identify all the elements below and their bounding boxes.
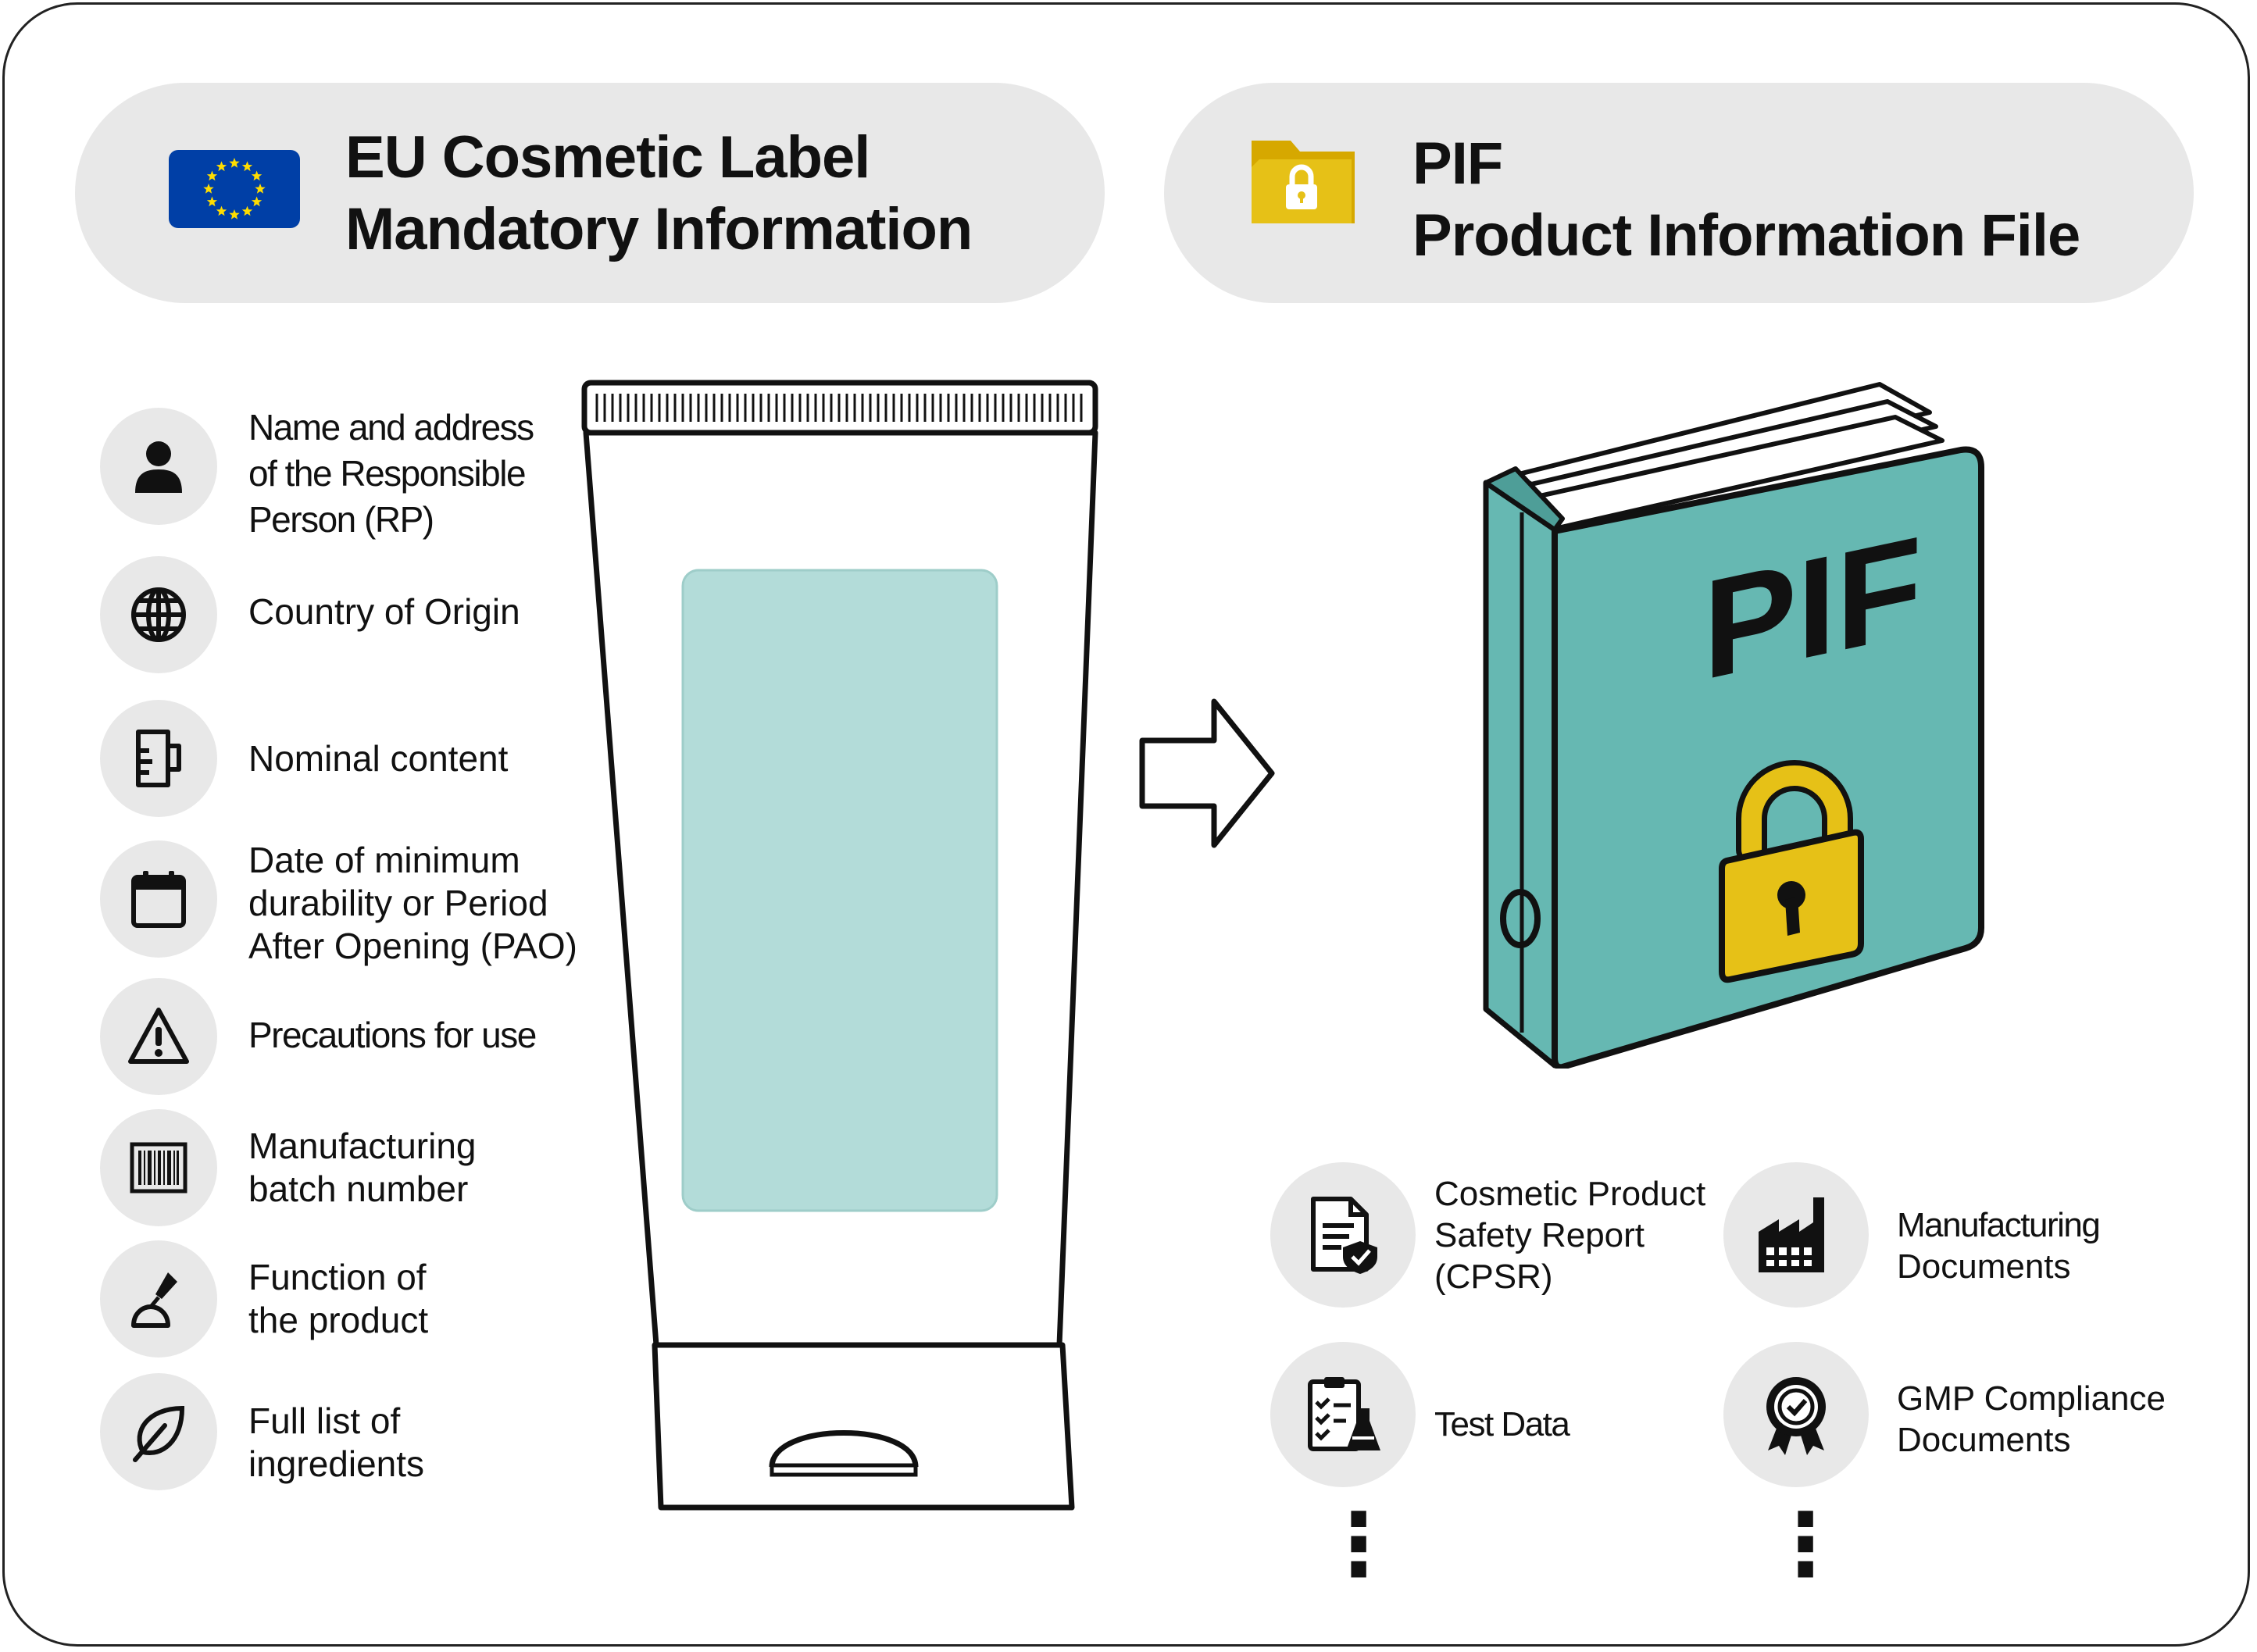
eu-star [251,196,262,207]
leaf-icon [133,1405,185,1462]
factory-icon [1759,1197,1824,1272]
label-item-icon-circle-3 [100,700,217,817]
dropper-icon [131,1272,177,1328]
pif-item-text-3: Test Data [1434,1405,1570,1443]
eu-star [206,196,218,207]
pif-item-text-1: Cosmetic Product Safety Report (CPSR) [1434,1175,1706,1296]
safety-report-icon [1311,1197,1377,1274]
measuring-cup-icon [136,730,181,787]
label-item-icon-circle-6 [100,1109,217,1226]
eu-star [251,170,262,181]
locked-folder-icon [1252,141,1355,223]
label-item-text-5: Precautions for use [248,1015,537,1055]
eu-label-title-line1: EU Cosmetic Label [345,124,870,191]
label-item-icon-circle-4 [100,840,217,958]
pif-title-line2: Product Information File [1412,202,2080,269]
pif-item-icon-circle-3 [1270,1342,1416,1487]
eu-label-title: EU Cosmetic Label Mandatory Information [345,122,973,266]
label-item-text-7: Function of the product [248,1257,429,1340]
eu-star [241,205,253,216]
label-item-icon-circle-5 [100,978,217,1095]
label-item-text-6: Manufacturing batch number [248,1126,477,1209]
label-item-icon-circle-2 [100,556,217,673]
label-item-icon-circle-8 [100,1373,217,1490]
barcode-icon [130,1142,187,1194]
eu-label-title-line2: Mandatory Information [345,196,973,262]
gmp-badge-icon [1766,1377,1826,1455]
label-item-icon-circle-7 [100,1240,217,1358]
pif-title-line1: PIF [1412,130,1503,197]
pif-item-text-2: Manufacturing Documents [1897,1206,2101,1286]
tube-label-area [681,569,998,1212]
eu-flag-icon [169,150,300,228]
pif-item-icon-circle-1 [1270,1162,1416,1308]
cosmetic-tube [581,380,1098,1511]
binder-lock-icon [1719,760,1864,983]
eu-star [229,158,240,168]
eu-star [216,205,227,216]
label-item-text-8: Full list of ingredients [248,1400,425,1484]
pif-binder: PIF [1483,382,1984,1069]
label-item-text-3: Nominal content [248,738,509,779]
pif-more-marker-left: ⋮ [1316,1494,1402,1594]
eu-star [203,184,214,194]
warning-icon [128,1008,189,1064]
eu-star [229,209,240,219]
calendar-icon [131,871,186,928]
label-item-text-4: Date of minimum durability or Period Aft… [248,840,577,966]
eu-star [241,161,253,172]
label-item-icon-circle-1 [100,408,217,525]
eu-star [216,161,227,172]
label-item-text-1: Name and address of the Responsible Pers… [248,407,534,540]
label-item-text-2: Country of Origin [248,591,520,632]
test-data-icon [1308,1377,1380,1451]
pif-item-icon-circle-2 [1723,1162,1869,1308]
eu-star [206,170,218,181]
pif-more-marker-right: ⋮ [1762,1494,1848,1594]
right-arrow-icon [1139,698,1275,848]
globe-icon [131,587,186,642]
person-icon [135,441,182,493]
eu-star [255,184,266,194]
pif-item-text-4: GMP Compliance Documents [1897,1379,2166,1459]
pif-item-icon-circle-4 [1723,1342,1869,1487]
pif-title: PIF Product Information File [1412,128,2080,272]
